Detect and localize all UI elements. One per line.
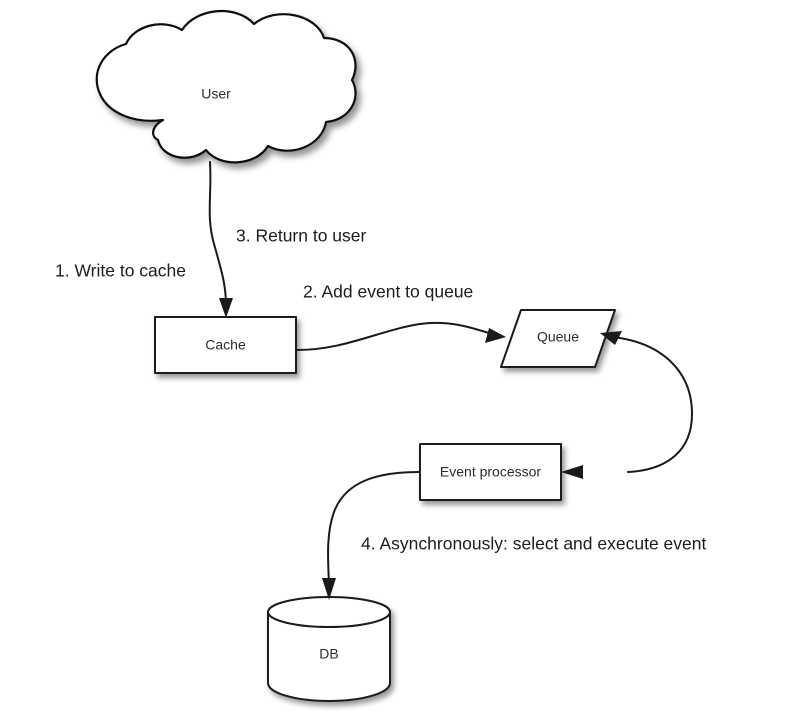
edge-cache-to-queue <box>296 321 506 351</box>
node-cache[interactable]: Cache <box>154 316 297 374</box>
node-db[interactable]: DB <box>267 596 391 702</box>
step-1-label: 1. Write to cache <box>55 261 186 281</box>
node-event-processor-label: Event processor <box>440 464 541 480</box>
node-db-label: DB <box>319 646 338 662</box>
node-cache-label: Cache <box>205 337 246 353</box>
step-2-label: 2. Add event to queue <box>303 282 473 302</box>
step-3-label: 3. Return to user <box>236 226 367 246</box>
node-queue[interactable]: Queue <box>500 309 616 368</box>
node-queue-label: Queue <box>537 329 579 345</box>
edge-event-processor-to-queue <box>600 331 694 473</box>
node-user[interactable]: User <box>95 10 357 164</box>
node-user-label: User <box>201 86 231 102</box>
edge-event-processor-to-db <box>322 471 420 600</box>
edge-queue-loop-to-event-processor <box>561 465 583 479</box>
edge-user-to-cache <box>208 161 233 318</box>
step-4-label: 4. Asynchronously: select and execute ev… <box>361 534 706 554</box>
node-event-processor[interactable]: Event processor <box>419 443 562 501</box>
